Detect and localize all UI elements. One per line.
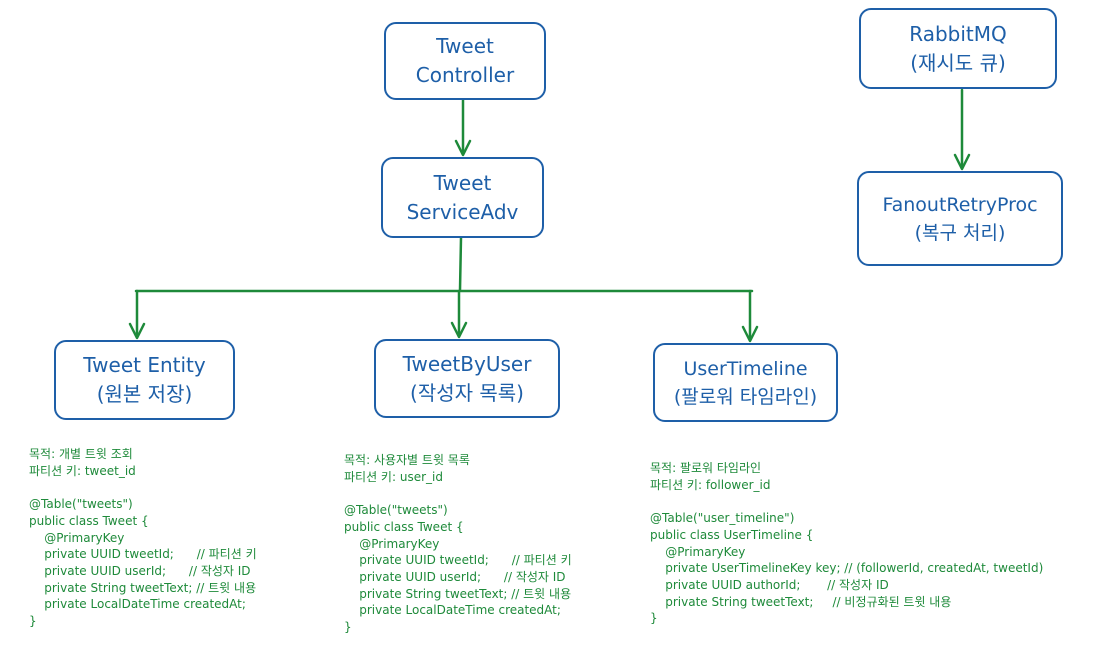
code-line: private LocalDateTime createdAt; [29,597,246,612]
code-line: @PrimaryKey [29,530,125,545]
code-line: private String tweetText; // 트윗 내용 [344,586,572,601]
arrow-to-user-timeline [741,289,759,343]
arrow-controller-to-service [454,98,472,157]
code-line: } [29,614,37,629]
tweet-controller-line2: Controller [415,63,515,87]
connector-service-down [458,236,463,292]
tweet-entity-partition-key: 파티션 키: tweet_id [29,463,136,478]
tweet-by-user-node: TweetByUser (작성자 목록) [374,339,560,418]
code-line: @Table("user_timeline") [650,511,795,526]
fanout-retry-line2: (복구 처리) [914,221,1006,244]
code-line: private UUID authorId; // 작성자 ID [650,577,889,592]
rabbitmq-node: RabbitMQ (재시도 큐) [859,8,1057,89]
arrow-to-tweet-entity [128,289,146,340]
code-line: public class UserTimeline { [650,527,814,542]
tweet-by-user-partition-key: 파티션 키: user_id [344,469,443,484]
code-line: @PrimaryKey [344,536,440,551]
tweet-entity-line1: Tweet Entity [83,353,206,377]
code-line: private UUID userId; // 작성자 ID [344,569,566,584]
tweet-service-line2: ServiceAdv [406,199,519,224]
user-timeline-line1: UserTimeline [683,357,808,380]
code-line: private UUID tweetId; // 파티션 키 [29,547,257,562]
tweet-controller-line1: Tweet [436,34,494,58]
rabbitmq-line2: (재시도 큐) [910,50,1006,75]
code-line: @Table("tweets") [344,503,448,518]
code-line: } [650,611,658,626]
tweet-service-node: Tweet ServiceAdv [381,157,544,238]
code-line: public class Tweet { [344,519,464,534]
tweet-by-user-code-block: 목적: 사용자별 트윗 목록 파티션 키: user_id @Table("tw… [344,452,572,636]
rabbitmq-line1: RabbitMQ [909,21,1007,46]
user-timeline-purpose: 목적: 팔로워 타임라인 [650,461,762,475]
code-line: private String tweetText; // 트윗 내용 [29,580,257,595]
code-line: private UUID tweetId; // 파티션 키 [344,553,572,568]
user-timeline-line2: (팔로워 타임라인) [673,385,818,408]
tweet-entity-purpose: 목적: 개별 트윗 조회 [29,447,133,461]
code-line: private LocalDateTime createdAt; [344,603,561,618]
arrow-to-tweet-by-user [450,289,468,339]
tweet-entity-code-block: 목적: 개별 트윗 조회 파티션 키: tweet_id @Table("twe… [29,446,257,630]
user-timeline-partition-key: 파티션 키: follower_id [650,477,771,492]
tweet-by-user-purpose: 목적: 사용자별 트윗 목록 [344,453,470,467]
fanout-retry-line1: FanoutRetryProc [882,193,1038,216]
tweet-entity-node: Tweet Entity (원본 저장) [54,340,235,420]
code-line: @Table("tweets") [29,497,133,512]
code-line: } [344,620,352,635]
blank-line [29,479,257,496]
blank-line [650,493,1043,510]
blank-line [344,485,572,502]
tweet-entity-line2: (원본 저장) [96,382,193,406]
code-line: @PrimaryKey [650,544,746,559]
tweet-by-user-line2: (작성자 목록) [410,380,524,405]
arrow-rabbitmq-to-fanout [953,88,971,171]
user-timeline-code-block: 목적: 팔로워 타임라인 파티션 키: follower_id @Table("… [650,460,1043,627]
code-line: private UUID userId; // 작성자 ID [29,563,251,578]
code-line: private String tweetText; // 비정규화된 트윗 내용 [650,594,952,609]
tweet-controller-node: Tweet Controller [384,22,546,100]
tweet-service-line1: Tweet [433,170,492,195]
tweet-by-user-line1: TweetByUser [402,351,532,376]
user-timeline-node: UserTimeline (팔로워 타임라인) [653,343,838,422]
code-line: public class Tweet { [29,513,149,528]
code-line: private UserTimelineKey key; // (followe… [650,561,1044,576]
fanout-retry-node: FanoutRetryProc (복구 처리) [857,171,1063,266]
